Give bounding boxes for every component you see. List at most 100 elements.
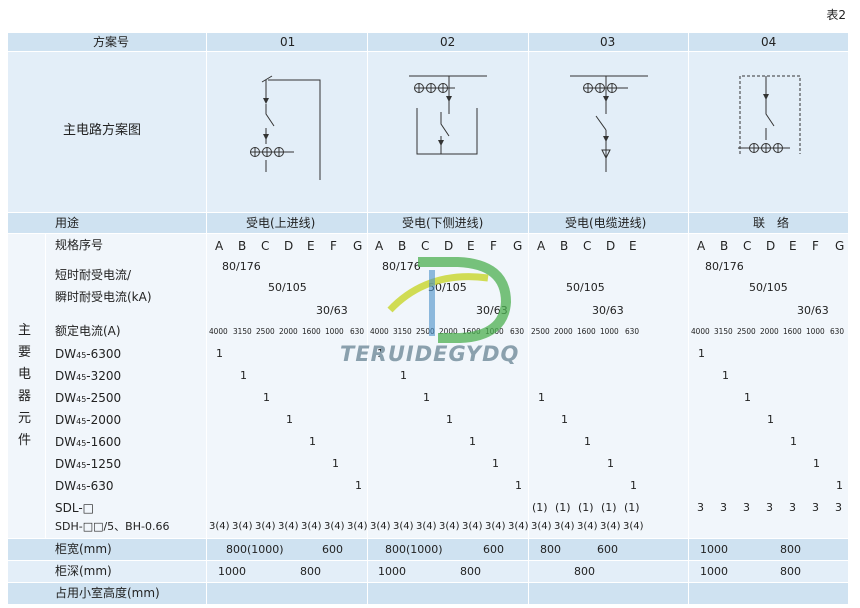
rated-02-d: 2000 — [439, 327, 458, 336]
circuit-diagram-04 — [738, 75, 801, 154]
sdl-03-a: (1) — [532, 501, 548, 514]
short-current-04-3: 30/63 — [797, 304, 829, 317]
sdh-cell: 3(4) — [508, 521, 529, 532]
rated-01-a: 4000 — [209, 327, 228, 336]
rated-04-g: 630 — [830, 327, 845, 336]
short-current-02-3: 30/63 — [476, 304, 508, 317]
sdh-cell: 3(4) — [623, 521, 644, 532]
sdl-label: SDL-□ — [55, 501, 94, 515]
rated-01-d: 2000 — [279, 327, 298, 336]
mark-cell: 1 — [836, 479, 843, 492]
spec-02-d: D — [444, 239, 454, 253]
rated-02-c: 2500 — [416, 327, 435, 336]
rated-03-b: 2000 — [554, 327, 573, 336]
mark-cell: 1 — [446, 413, 453, 426]
circuit-diagram-03 — [570, 75, 648, 172]
spec-01-b: B — [238, 239, 247, 253]
width-02-2: 600 — [483, 543, 504, 556]
cabinet-depth-label: 柜深(mm) — [55, 564, 112, 578]
side-label-char: 器 — [18, 389, 32, 404]
rated-03-a: 2500 — [531, 327, 550, 336]
width-02-1: 800(1000) — [385, 543, 443, 556]
component-label: DW45-630 — [55, 479, 114, 493]
mark-cell: 1 — [607, 457, 614, 470]
sdh-cell: 3(4) — [462, 521, 483, 532]
circuit-diagram-02 — [409, 75, 487, 155]
spec-02-f: F — [490, 239, 497, 253]
rated-03-e: 630 — [625, 327, 640, 336]
row-divider — [8, 51, 848, 52]
sdl-04: 3 — [743, 501, 750, 514]
spec-02-b: B — [398, 239, 407, 253]
component-label: DW45-1600 — [55, 435, 122, 449]
side-label-char: 主 — [18, 323, 32, 338]
spec-03-b: B — [560, 239, 569, 253]
mark-cell: 1 — [240, 369, 247, 382]
short-current-01-3: 30/63 — [316, 304, 348, 317]
sdh-cell: 3(4) — [485, 521, 506, 532]
row-divider — [8, 582, 848, 583]
sdl-04: 3 — [720, 501, 727, 514]
spec-04-g: G — [835, 239, 845, 253]
side-label-char: 要 — [18, 345, 32, 360]
rated-01-e: 1600 — [302, 327, 321, 336]
scheme-01: 01 — [280, 35, 296, 49]
mark-cell: 1 — [355, 479, 362, 492]
sdl-04: 3 — [789, 501, 796, 514]
short-current-label-1: 短时耐受电流/ — [55, 268, 132, 282]
depth-02-2: 800 — [460, 565, 481, 578]
width-band — [8, 538, 848, 560]
row-divider — [8, 538, 848, 539]
usage-label: 用途 — [55, 216, 80, 230]
sdl-03-b: (1) — [555, 501, 571, 514]
sdh-cell: 3(4) — [554, 521, 575, 532]
watermark-logo — [387, 257, 512, 343]
sdh-cell: 3(4) — [393, 521, 414, 532]
short-current-04-2: 50/105 — [749, 281, 788, 294]
short-current-04-1: 80/176 — [705, 260, 744, 273]
side-label-char: 元 — [18, 411, 32, 426]
rated-03-d: 1000 — [600, 327, 619, 336]
side-divider — [45, 233, 46, 538]
watermark-text: TERUIDEGYDQ — [340, 342, 520, 366]
depth-02-1: 1000 — [378, 565, 406, 578]
short-current-02-2: 50/105 — [428, 281, 467, 294]
side-label-char: 件 — [18, 433, 32, 448]
mark-cell: 1 — [698, 347, 705, 360]
width-03-1: 800 — [540, 543, 561, 556]
diagram-band — [8, 52, 848, 212]
width-01-2: 600 — [322, 543, 343, 556]
mark-cell: 1 — [813, 457, 820, 470]
mark-cell: 1 — [515, 479, 522, 492]
spec-03-e: E — [629, 239, 637, 253]
spec-01-g: G — [353, 239, 363, 253]
mark-cell: 1 — [767, 413, 774, 426]
row-divider — [8, 560, 848, 561]
diagram-row-label: 主电路方案图 — [63, 123, 142, 138]
depth-04-2: 800 — [780, 565, 801, 578]
mark-cell: 1 — [423, 391, 430, 404]
scheme-03: 03 — [600, 35, 616, 49]
col-divider — [367, 33, 368, 604]
mark-cell: 1 — [630, 479, 637, 492]
short-current-02-1: 80/176 — [382, 260, 421, 273]
mark-cell: 1 — [744, 391, 751, 404]
mark-cell: 1 — [538, 391, 545, 404]
sdl-03-e: (1) — [624, 501, 640, 514]
usage-04: 联 络 — [753, 216, 790, 230]
rated-02-g: 630 — [510, 327, 525, 336]
rated-04-b: 3150 — [714, 327, 733, 336]
row-divider — [8, 212, 848, 213]
mark-cell: 1 — [377, 347, 384, 360]
mark-cell: 1 — [561, 413, 568, 426]
col-divider — [688, 33, 689, 604]
component-label: DW45-6300 — [55, 347, 122, 361]
scheme-04: 04 — [761, 35, 777, 49]
rated-01-c: 2500 — [256, 327, 275, 336]
spec-04-b: B — [720, 239, 729, 253]
depth-03-1: 800 — [574, 565, 595, 578]
sdh-cell: 3(4) — [577, 521, 598, 532]
sdh-label: SDH-□□/5、BH-0.66 — [55, 520, 170, 533]
width-03-2: 600 — [597, 543, 618, 556]
spec-02-c: C — [421, 239, 430, 253]
